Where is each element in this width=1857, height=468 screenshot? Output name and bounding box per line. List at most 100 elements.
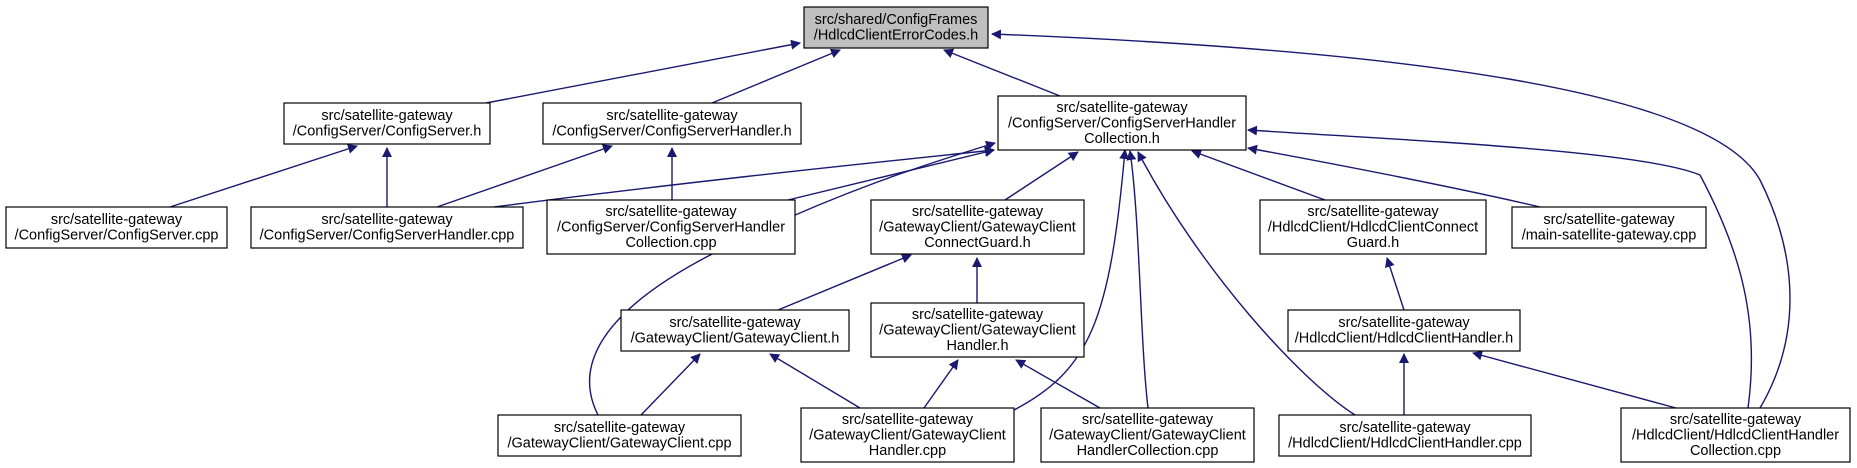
node-label-line: /ConfigServer/ConfigServerHandler	[1008, 115, 1236, 131]
edge-cs_h-to-root	[485, 39, 801, 104]
node-label-line: /GatewayClient/GatewayClient.cpp	[507, 436, 731, 452]
node-hchc-cpp[interactable]: src/satellite-gateway/HdlcdClient/HdlcdC…	[1620, 407, 1851, 463]
node-label-line: HandlerCollection.cpp	[1077, 443, 1219, 459]
node-label-line: /GatewayClient/GatewayClient	[879, 219, 1076, 235]
node-gchc-cpp[interactable]: src/satellite-gateway/GatewayClient/Gate…	[1040, 407, 1255, 463]
node-label-line: src/satellite-gateway	[1056, 100, 1188, 116]
node-label-line: /ConfigServer/ConfigServer.cpp	[15, 228, 219, 244]
node-cshc-h[interactable]: src/satellite-gateway/ConfigServer/Confi…	[997, 95, 1247, 151]
node-hccg-h[interactable]: src/satellite-gateway/HdlcdClient/HdlcdC…	[1259, 199, 1487, 255]
node-box	[250, 206, 524, 249]
node-label-line: /ConfigServer/ConfigServer.h	[293, 124, 482, 140]
node-gch-cpp[interactable]: src/satellite-gateway/GatewayClient/Gate…	[800, 407, 1015, 463]
node-label-line: src/satellite-gateway	[1082, 412, 1214, 428]
node-box	[870, 199, 1085, 255]
node-box	[542, 102, 802, 145]
node-gc-cpp[interactable]: src/satellite-gateway/GatewayClient/Gate…	[497, 414, 742, 457]
node-label-line: src/satellite-gateway	[1670, 412, 1802, 428]
node-label-line: Handler.h	[946, 338, 1008, 354]
edge-gch_cpp-to-cshc_h	[1013, 149, 1130, 411]
node-box	[497, 414, 742, 457]
node-main-cpp[interactable]: src/satellite-gateway/main-satellite-gat…	[1511, 206, 1707, 249]
edge-gchc_cpp-to-gch_h	[1015, 359, 1101, 409]
node-label-line: /ConfigServer/ConfigServerHandler.cpp	[260, 228, 515, 244]
edge-cshc_h-to-root	[943, 48, 1061, 97]
edge-gc_cpp-to-gc_h	[640, 353, 701, 416]
node-label-line: Collection.cpp	[625, 235, 716, 251]
node-cshc-cpp[interactable]: src/satellite-gateway/ConfigServer/Confi…	[546, 199, 796, 255]
node-box	[1259, 199, 1487, 255]
edge-csh_cpp-to-cshc_h	[493, 145, 995, 208]
node-label-line: src/satellite-gateway	[605, 204, 737, 220]
node-label-line: /main-satellite-gateway.cpp	[1522, 228, 1697, 244]
node-label-line: /HdlcdClient/HdlcdClientConnect	[1268, 219, 1478, 235]
node-csh-h[interactable]: src/satellite-gateway/ConfigServer/Confi…	[542, 102, 802, 145]
node-label-line: /HdlcdClient/HdlcdClientHandler.cpp	[1288, 436, 1522, 452]
node-cs-cpp[interactable]: src/satellite-gateway/ConfigServer/Confi…	[5, 206, 228, 249]
node-label-line: src/satellite-gateway	[321, 108, 453, 124]
edge-gc_h-to-gccg_h	[777, 253, 912, 311]
node-label-line: src/satellite-gateway	[1543, 212, 1675, 228]
node-box	[1040, 407, 1255, 463]
node-csh-cpp[interactable]: src/satellite-gateway/ConfigServer/Confi…	[250, 206, 524, 249]
edge-gc_cpp-to-cshc_h	[589, 140, 996, 416]
edge-hch_cpp-to-cshc_h	[1137, 151, 1356, 416]
node-label-line: /HdlcdClientErrorCodes.h	[814, 28, 978, 44]
node-box	[803, 6, 989, 49]
node-cs-h[interactable]: src/satellite-gateway/ConfigServer/Confi…	[283, 102, 491, 145]
node-label-line: src/satellite-gateway	[606, 108, 738, 124]
edge-gch_cpp-to-gch_h	[923, 359, 959, 409]
node-box	[5, 206, 228, 249]
node-label-line: src/satellite-gateway	[669, 315, 801, 331]
edge-hch_h-to-hccg_h	[1385, 257, 1405, 311]
edge-hchc_cpp-to-hch_h	[1472, 350, 1677, 409]
node-label-line: /ConfigServer/ConfigServerHandler	[557, 219, 785, 235]
node-label-line: src/satellite-gateway	[1338, 315, 1470, 331]
edge-csh_h-to-root	[711, 48, 841, 104]
edge-hchc_cpp-to-cshc_h	[1247, 125, 1753, 409]
node-label-line: Collection.cpp	[1690, 443, 1781, 459]
node-label-line: /HdlcdClient/HdlcdClientHandler.h	[1295, 331, 1513, 347]
node-hch-cpp[interactable]: src/satellite-gateway/HdlcdClient/HdlcdC…	[1278, 414, 1532, 457]
node-box	[546, 199, 796, 255]
node-label-line: src/satellite-gateway	[321, 212, 453, 228]
node-box	[1511, 206, 1707, 249]
node-label-line: Collection.h	[1084, 131, 1160, 147]
node-label-line: /GatewayClient/GatewayClient	[1049, 427, 1246, 443]
node-gccg-h[interactable]: src/satellite-gateway/GatewayClient/Gate…	[870, 199, 1085, 255]
node-hch-h[interactable]: src/satellite-gateway/HdlcdClient/HdlcdC…	[1287, 309, 1521, 352]
node-box	[800, 407, 1015, 463]
node-label-line: /GatewayClient/GatewayClient	[809, 427, 1006, 443]
node-label-line: src/satellite-gateway	[842, 412, 974, 428]
node-label-line: /ConfigServer/ConfigServerHandler.h	[552, 124, 791, 140]
node-label-line: ConnectGuard.h	[924, 235, 1030, 251]
node-label-line: /GatewayClient/GatewayClient	[879, 322, 1076, 338]
node-label-line: src/satellite-gateway	[1339, 420, 1471, 436]
node-label-line: Guard.h	[1347, 235, 1399, 251]
node-box	[1278, 414, 1532, 457]
node-label-line: src/satellite-gateway	[51, 212, 183, 228]
edge-gccg_h-to-cshc_h	[1004, 151, 1079, 201]
node-label-line: src/satellite-gateway	[554, 420, 686, 436]
edge-cshc_cpp-to-cshc_h	[787, 147, 995, 201]
node-label-line: /HdlcdClient/HdlcdClientHandler	[1632, 427, 1839, 443]
node-label-line: src/satellite-gateway	[1307, 204, 1439, 220]
node-box	[1620, 407, 1851, 463]
node-box	[1287, 309, 1521, 352]
edge-hchc_cpp-to-root	[991, 29, 1791, 409]
node-label-line: Handler.cpp	[869, 443, 946, 459]
node-label-line: src/satellite-gateway	[912, 204, 1044, 220]
edge-cs_cpp-to-cs_h	[169, 144, 358, 208]
edge-gch_cpp-to-gc_h	[769, 353, 861, 409]
node-box	[870, 302, 1085, 358]
node-root[interactable]: src/shared/ConfigFrames/HdlcdClientError…	[803, 6, 989, 49]
node-label-line: src/shared/ConfigFrames	[815, 12, 978, 28]
edge-main_cpp-to-cshc_h	[1247, 144, 1541, 208]
node-box	[997, 95, 1247, 151]
node-box	[283, 102, 491, 145]
node-gch-h[interactable]: src/satellite-gateway/GatewayClient/Gate…	[870, 302, 1085, 358]
node-gc-h[interactable]: src/satellite-gateway/GatewayClient/Gate…	[620, 309, 850, 352]
edge-gchc_cpp-to-cshc_h	[1126, 150, 1149, 409]
node-label-line: src/satellite-gateway	[912, 307, 1044, 323]
